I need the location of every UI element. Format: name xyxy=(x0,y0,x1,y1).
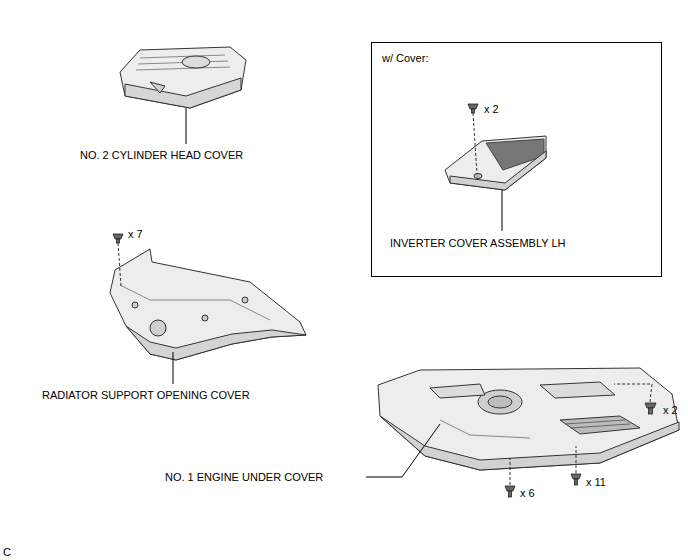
quantity: x 11 xyxy=(586,476,606,489)
quantity: x 2 xyxy=(484,103,499,116)
engine-under-cover xyxy=(378,368,679,470)
radiator-support-opening-cover xyxy=(110,249,306,360)
part-name: NO. 1 ENGINE UNDER COVER xyxy=(165,471,323,484)
fastener-symbols xyxy=(113,104,656,497)
part-name: NO. 2 CYLINDER HEAD COVER xyxy=(80,149,243,162)
figure-code: C xyxy=(3,546,11,559)
cylinder-head-cover xyxy=(120,47,246,108)
inverter-cover xyxy=(445,136,546,190)
part-name: INVERTER COVER ASSEMBLY LH xyxy=(390,237,565,250)
condition-heading: w/ Cover: xyxy=(382,52,428,65)
quantity: x 7 xyxy=(128,228,143,241)
part-name: RADIATOR SUPPORT OPENING COVER xyxy=(42,389,250,402)
insertion-lines xyxy=(118,113,652,485)
variant-frame: w/ Cover: x 2 INVERTER COVER ASSEMBLY LH xyxy=(371,42,662,277)
quantity: x 6 xyxy=(520,487,535,500)
quantity: x 2 xyxy=(663,404,678,417)
leader-lines xyxy=(173,108,502,477)
